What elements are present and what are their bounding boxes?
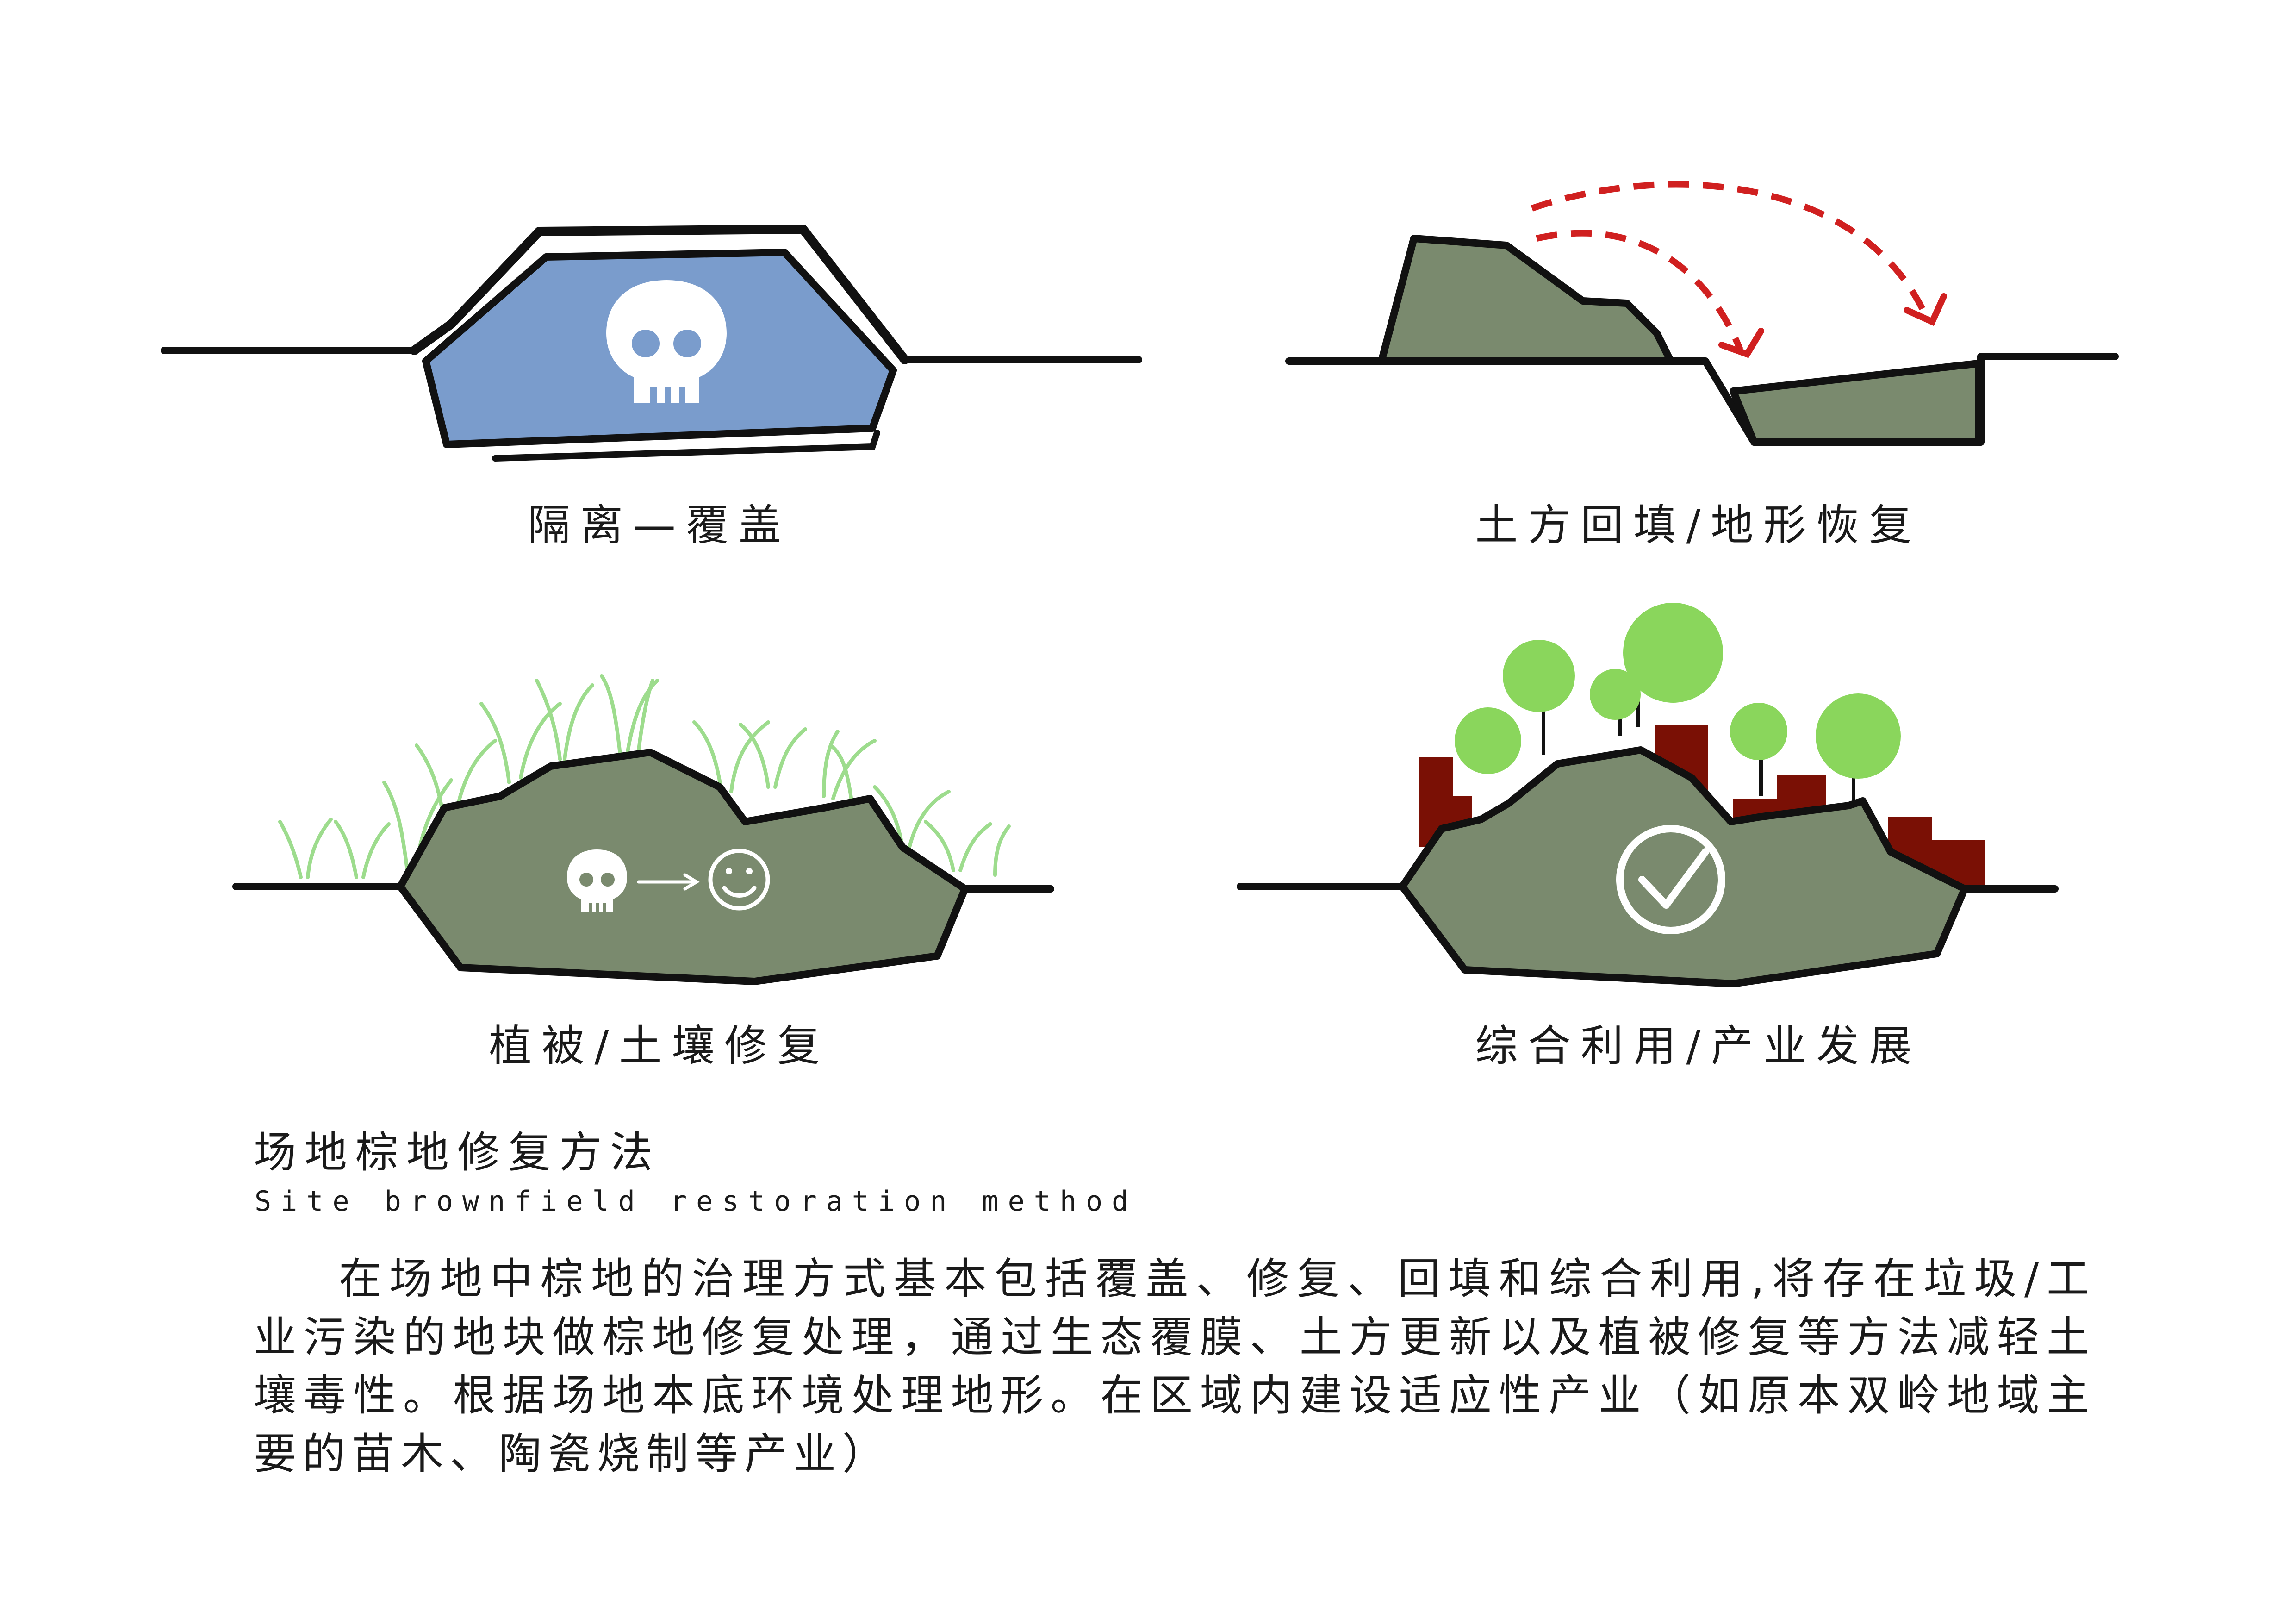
smiley-icon: [708, 849, 770, 911]
skull-to-smiley-icon: [567, 849, 770, 912]
ground-line: [232, 883, 1054, 893]
transform-arrow-icon: [637, 873, 700, 891]
ground-line: [1285, 353, 2119, 446]
remediated-mound: [397, 749, 969, 985]
panel-comprehensive-use: [1237, 603, 2059, 987]
small-skull-icon: [567, 849, 627, 912]
trees: [1455, 603, 1901, 806]
caption-vegetation-soil: 植被/土壤修复: [489, 1021, 830, 1071]
transfer-arrow-short-head: [1718, 328, 1764, 358]
panel-vegetation-soil-remediation: [232, 674, 1054, 985]
caption-isolation-cover: 隔离—覆盖: [527, 500, 791, 550]
cover-membrane-top: [410, 225, 909, 364]
body-paragraph: 在场地中棕地的治理方式基本包括覆盖、修复、回填和综合利用,将存在垃圾/工业污染的…: [254, 1254, 2096, 1479]
panel-isolation-cover: [161, 225, 1142, 462]
tree-crown: [1730, 703, 1787, 760]
tree-crown: [1623, 603, 1723, 703]
caption-earthwork-backfill: 土方回填/地形恢复: [1475, 500, 1922, 550]
checkmark-circle-icon: [1616, 825, 1725, 934]
ground-line: [1237, 883, 2059, 893]
backfill-soil: [1730, 360, 1982, 446]
transfer-arrow-long: [1531, 181, 1929, 316]
section-title: 场地棕地修复方法: [254, 1128, 661, 1177]
panel-earthwork-backfill: [1285, 181, 2119, 446]
transfer-arrow-short: [1536, 230, 1743, 351]
tree-crown: [1503, 640, 1575, 712]
section-subtitle: Site brownfield restoration method: [255, 1185, 1138, 1218]
transfer-arrow-long-head: [1904, 293, 1947, 326]
tree-crown: [1816, 693, 1901, 779]
tree-crown: [1455, 707, 1521, 774]
excavated-mound: [1378, 235, 1674, 365]
developed-mound: [1399, 746, 1968, 987]
tree-crown: [1590, 669, 1641, 720]
caption-comprehensive-use: 综合利用/产业发展: [1475, 1021, 1922, 1071]
cover-membrane-bottom: [492, 430, 880, 462]
skull-icon: [606, 280, 727, 403]
